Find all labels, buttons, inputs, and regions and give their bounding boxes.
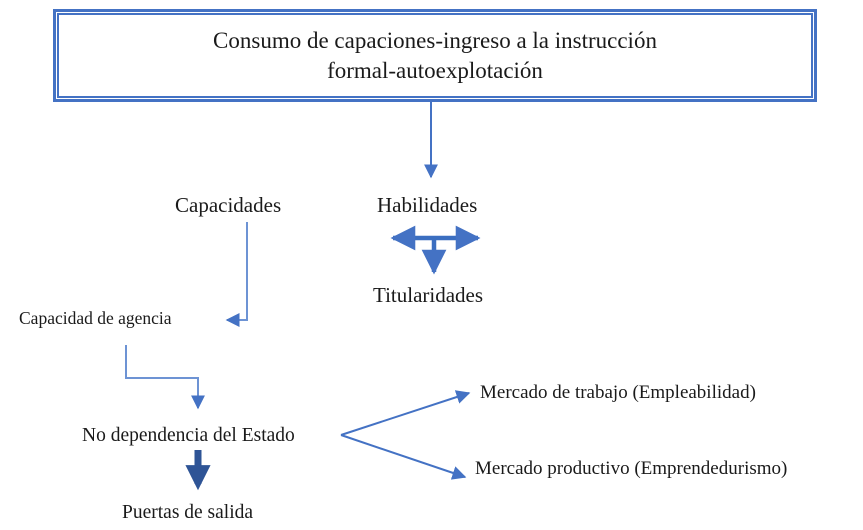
node-puertas-de-salida: Puertas de salida (122, 502, 254, 523)
node-titularidades: Titularidades (373, 283, 484, 307)
title-line-2: formal-autoexplotación (327, 57, 543, 83)
connector-no-dependencia-to-mercado-de-trabajo (340, 390, 471, 436)
node-mercado-productivo: Mercado productivo (Emprendedurismo) (475, 458, 788, 479)
connector-no-dependencia-to-mercado-productivo (340, 434, 467, 480)
node-no-dependencia-del-estado: No dependencia del Estado (82, 425, 295, 446)
title-line-1: Consumo de capaciones-ingreso a la instr… (213, 28, 657, 54)
connector-capacidad-de-agencia-to-no-dependencia (125, 345, 205, 410)
connector-capacidades-to-capacidad-de-agencia (225, 222, 248, 327)
node-habilidades: Habilidades (377, 193, 478, 217)
title-box-text: Consumo de capaciones-ingreso a la instr… (199, 26, 671, 85)
node-capacidad-de-agencia: Capacidad de agencia (19, 308, 172, 328)
node-capacidades: Capacidades (175, 193, 282, 217)
node-mercado-de-trabajo: Mercado de trabajo (Empleabilidad) (480, 382, 756, 403)
title-box: Consumo de capaciones-ingreso a la instr… (53, 9, 817, 102)
